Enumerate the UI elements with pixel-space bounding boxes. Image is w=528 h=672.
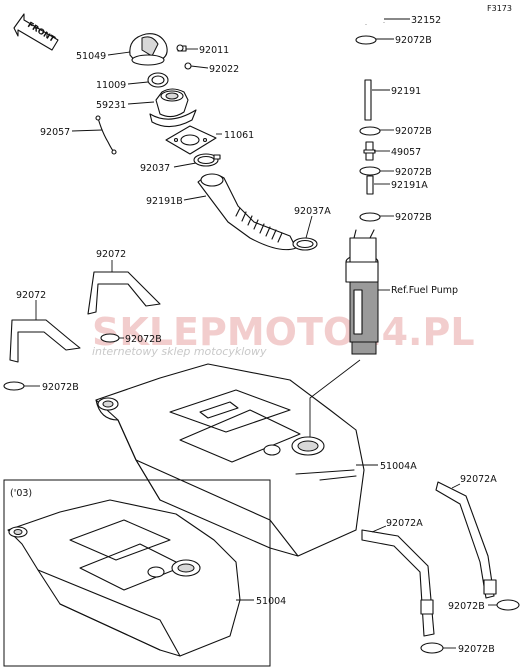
label-92072B-2: 92072B bbox=[395, 126, 432, 137]
part-labels: 32152 92072B 92191 92072B 49057 92072B 9… bbox=[16, 15, 497, 655]
filler-neck-59231 bbox=[149, 88, 197, 128]
label-92072B-7: 92072B bbox=[448, 601, 485, 612]
clip-92072B-3 bbox=[359, 166, 381, 176]
clip-92072B-5 bbox=[100, 333, 120, 343]
joint-49057 bbox=[363, 141, 376, 161]
label-92191: 92191 bbox=[391, 86, 421, 97]
strap-92072A-left bbox=[361, 529, 435, 637]
gasket-11009 bbox=[147, 72, 169, 88]
fuel-tank-51004 bbox=[7, 499, 241, 657]
clip-92072B-8 bbox=[420, 642, 444, 654]
clip-92072B-7 bbox=[496, 599, 520, 611]
clip-92072B-4 bbox=[359, 212, 381, 222]
label-51004: 51004 bbox=[256, 596, 286, 607]
label-92011: 92011 bbox=[199, 45, 229, 56]
front-arrow-icon: FRONT bbox=[13, 13, 59, 51]
label-92072B-3: 92072B bbox=[395, 167, 432, 178]
strap-92057 bbox=[97, 117, 115, 153]
watermark-tagline: internetowy sklep motocyklowy bbox=[92, 345, 267, 358]
clip-92072B-6 bbox=[3, 381, 25, 391]
label-92072-1: 92072 bbox=[96, 249, 126, 260]
label-92072A-1: 92072A bbox=[460, 474, 497, 485]
label-92072-2: 92072 bbox=[16, 290, 46, 301]
filler-cap-51049 bbox=[129, 33, 168, 66]
label-92072B-8: 92072B bbox=[458, 644, 495, 655]
variant-frame bbox=[3, 479, 271, 667]
fuel-pump bbox=[345, 229, 379, 355]
strap-end-2 bbox=[111, 149, 117, 155]
watermark-brand: SKLEPMOTO24.PL bbox=[92, 310, 475, 354]
label-92072B-1: 92072B bbox=[395, 35, 432, 46]
label-92037: 92037 bbox=[140, 163, 170, 174]
label-49057: 49057 bbox=[391, 147, 421, 158]
strap-92072A-right bbox=[435, 481, 497, 599]
hose-92191A bbox=[366, 175, 374, 195]
label-51049: 51049 bbox=[76, 51, 106, 62]
label-59231: 59231 bbox=[96, 100, 126, 111]
filler-hose-92191B bbox=[197, 173, 297, 251]
figure-id: F3173 bbox=[487, 4, 512, 13]
watermark: SKLEPMOTO24.PL internetowy sklep motocyk… bbox=[92, 310, 475, 358]
label-92072B-4: 92072B bbox=[395, 212, 432, 223]
label-92022: 92022 bbox=[209, 64, 239, 75]
bolt-92011 bbox=[176, 44, 187, 52]
variant-label: ('03) bbox=[10, 488, 32, 499]
hose-92191 bbox=[364, 79, 372, 121]
label-92191B: 92191B bbox=[146, 196, 183, 207]
flange-gasket-11061 bbox=[165, 125, 217, 155]
clamp-92037A bbox=[292, 237, 318, 251]
label-32152: 32152 bbox=[411, 15, 441, 26]
label-92072A-2: 92072A bbox=[386, 518, 423, 529]
label-92037A: 92037A bbox=[294, 206, 331, 217]
clip-92072B-1 bbox=[355, 35, 377, 45]
label-92072B-5: 92072B bbox=[125, 334, 162, 345]
clip-92072B-2 bbox=[359, 126, 381, 136]
label-11009: 11009 bbox=[96, 80, 126, 91]
ref-fuel-pump-label: Ref.Fuel Pump bbox=[391, 285, 458, 296]
strap-92072-upper bbox=[87, 271, 161, 315]
fuel-tank-51004A bbox=[95, 363, 365, 557]
clamp-92037 bbox=[193, 153, 221, 167]
leader-pump-tank bbox=[309, 359, 361, 437]
label-92072B-6: 92072B bbox=[42, 382, 79, 393]
label-92057: 92057 bbox=[40, 127, 70, 138]
leader-lines bbox=[24, 18, 497, 649]
label-51004A: 51004A bbox=[380, 461, 417, 472]
label-92191A: 92191A bbox=[391, 180, 428, 191]
strap-92072-lower bbox=[9, 319, 81, 363]
nut-92022 bbox=[184, 62, 192, 70]
label-11061: 11061 bbox=[224, 130, 254, 141]
breather-hose-inner bbox=[364, 6, 386, 25]
strap-end-1 bbox=[95, 115, 101, 121]
